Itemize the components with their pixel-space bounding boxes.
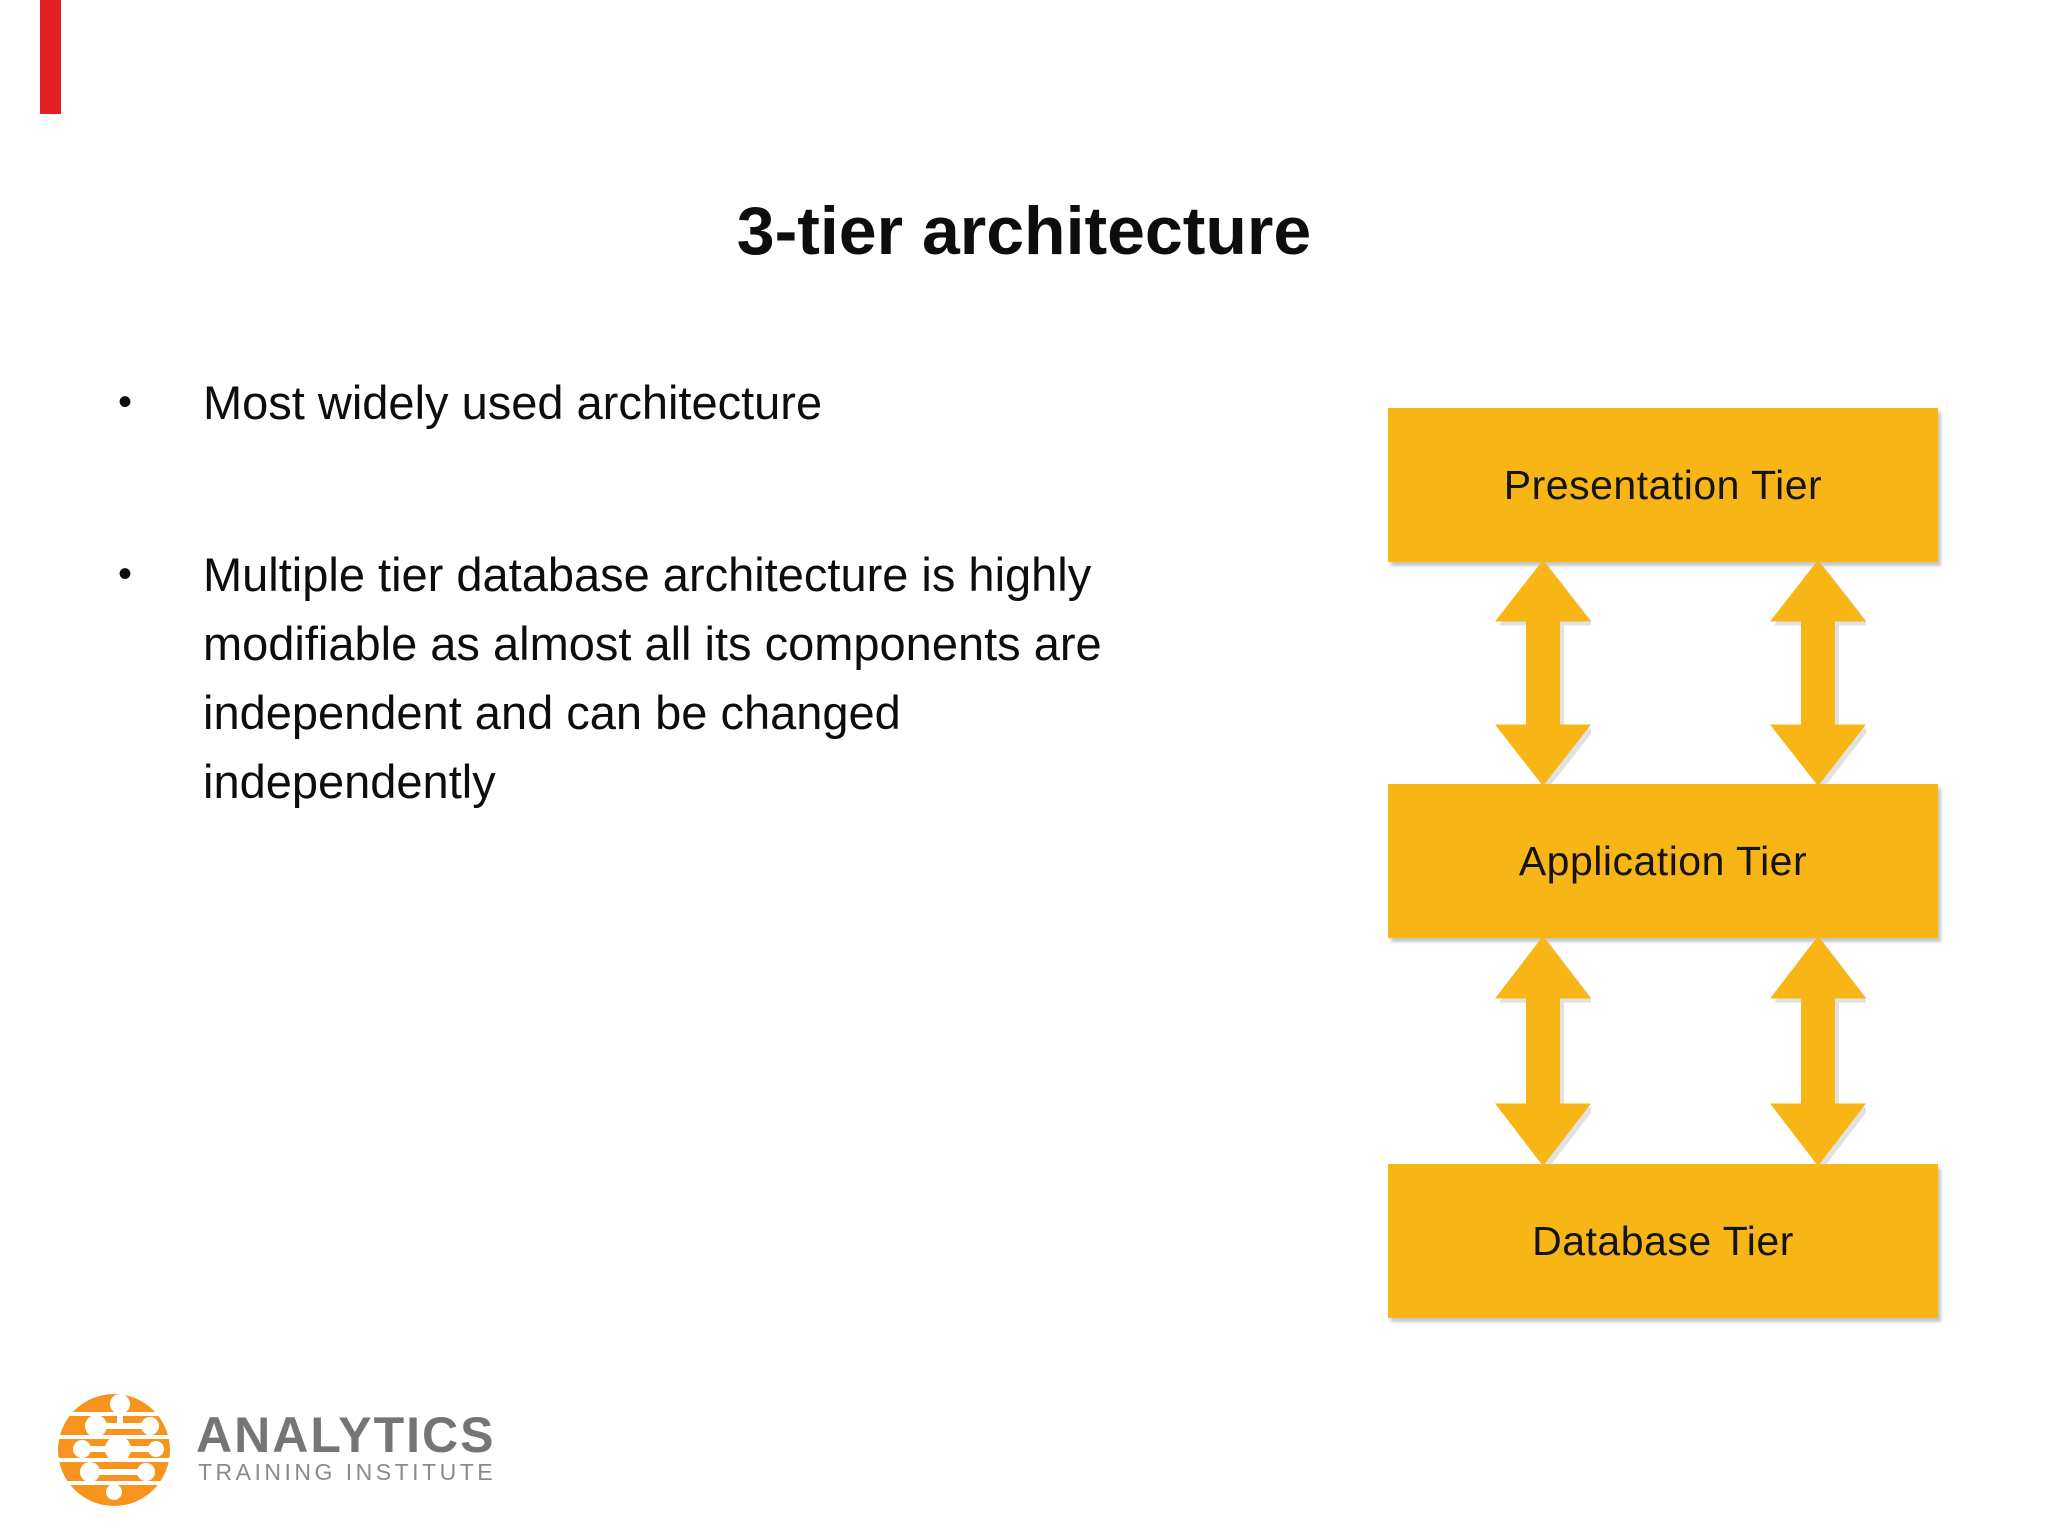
bullet-line: independent and can be changed [203,686,901,739]
presentation-tier-box: Presentation Tier [1388,408,1938,562]
bullet-line: independently [203,755,496,808]
database-tier-label: Database Tier [1532,1217,1794,1264]
bullet-line: modifiable as almost all its components … [203,617,1102,670]
bullet-line: Multiple tier database architecture is h… [203,548,1092,601]
double-arrow-icon [1495,936,1591,1166]
double-arrow-icon [1770,936,1866,1166]
red-accent-bar [40,0,61,114]
double-arrow-icon [1770,560,1866,786]
bullet-item-text: Most widely used architecture [203,376,823,429]
logo-subtitle-text: TRAINING INSTITUTE [198,1459,497,1485]
double-arrow-icon [1495,560,1591,786]
bullet-marker: • [118,552,133,596]
network-globe-icon [58,1394,170,1506]
database-tier-box: Database Tier [1388,1164,1938,1318]
application-tier-label: Application Tier [1518,837,1808,884]
bullet-item-text: Multiple tier database architecture is h… [203,540,1273,816]
slide-title: 3-tier architecture [736,192,1312,269]
bullet-marker: • [118,380,133,424]
logo-brand-text: ANALYTICS [196,1407,496,1463]
presentation-tier-label: Presentation Tier [1503,461,1823,508]
application-tier-box: Application Tier [1388,784,1938,938]
